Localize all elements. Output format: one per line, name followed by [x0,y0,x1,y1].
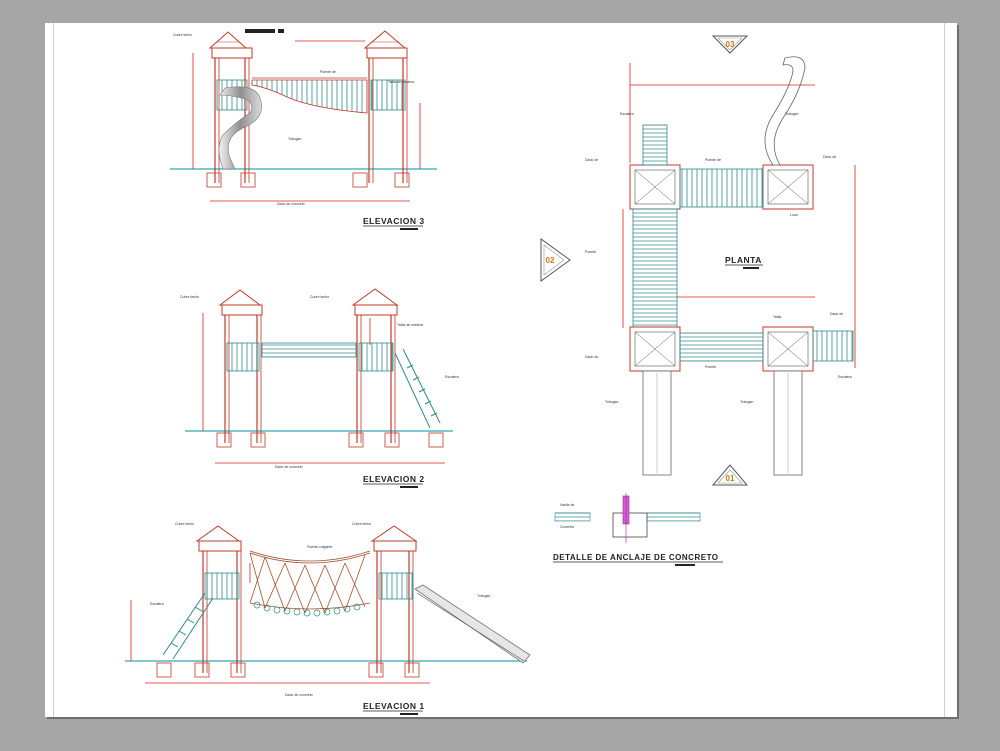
marker-02-label: 02 [546,256,555,265]
header-tag [245,29,275,33]
svg-text:Concreto: Concreto [560,525,574,529]
svg-text:Cubre techo: Cubre techo [180,295,199,299]
svg-text:Tobogan: Tobogan [740,400,753,404]
bottom-bridge [679,332,764,362]
top-bridge [679,168,764,208]
bridge-logs [253,601,361,617]
svg-text:Dado de: Dado de [585,355,598,359]
svg-text:Tobogan: Tobogan [605,400,618,404]
right-tower [351,288,399,443]
svg-text:Tobogan: Tobogan [785,112,798,116]
svg-text:Puente de: Puente de [320,70,336,74]
footings [216,432,444,448]
left-ladder [162,592,214,660]
svg-text:Escalera: Escalera [620,112,634,116]
svg-text:Escalera: Escalera [150,602,164,606]
marker-03-label: 03 [726,40,735,49]
ladder [394,348,441,429]
detalle-anclaje: Varilla de Concreto DETALLE DE ANCLAJE D… [553,493,723,566]
elevacion-2: Cubre techo Cubre techo Tabla de madera … [180,288,459,488]
svg-text:Varilla de: Varilla de [560,503,574,507]
right-tower [370,525,418,673]
top-ladder [642,124,668,166]
svg-text:Puente colgante: Puente colgante [307,545,332,549]
svg-text:Tabla de madera: Tabla de madera [397,323,423,327]
left-tower [195,525,242,673]
marker-01: 01 [711,464,749,486]
marker-02: 02 [540,238,571,282]
straight-slide [414,584,531,664]
footings [206,172,410,188]
marker-03: 03 [711,35,749,54]
svg-text:Cubre techo: Cubre techo [310,295,329,299]
svg-text:Losa: Losa [790,213,798,217]
sheet-border [53,23,945,717]
svg-text:Dado de concreto: Dado de concreto [277,202,305,206]
svg-text:Cubre techo: Cubre techo [175,522,194,526]
right-tower [363,30,408,183]
elevacion-3-title: ELEVACION 3 [363,216,425,226]
elevacion-2-title: ELEVACION 2 [363,474,425,484]
left-tower [218,289,263,443]
svg-text:Puente: Puente [585,250,596,254]
svg-text:Tobogan: Tobogan [288,137,301,141]
svg-text:Tabla: Tabla [773,315,781,319]
elevacion-3: Cubre techo Puente de Tabla de madera To… [170,30,437,230]
planta-title: PLANTA [725,255,762,265]
svg-text:Cubre techo: Cubre techo [173,33,192,37]
svg-text:Dado de: Dado de [585,158,598,162]
svg-text:Tobogan: Tobogan [477,594,490,598]
detalle-title: DETALLE DE ANCLAJE DE CONCRETO [553,553,719,562]
planta: 03 02 01 [540,35,856,486]
rope-bridge [249,550,371,614]
elevacion-1-title: ELEVACION 1 [363,701,425,711]
concrete-block [612,512,648,538]
svg-text:Escalera: Escalera [838,375,852,379]
svg-text:Dado de concreto: Dado de concreto [285,693,313,697]
bridge [261,342,357,358]
right-ladder [812,330,854,362]
svg-text:Dado de: Dado de [823,155,836,159]
svg-text:Puente: Puente [705,365,716,369]
svg-text:Tabla de madera: Tabla de madera [388,80,414,84]
drawing-sheet: Cubre techo Puente de Tabla de madera To… [45,23,957,717]
elevacion-1: Cubre techo Cubre techo Puente colgante … [125,522,531,715]
svg-text:Escalera: Escalera [445,375,459,379]
marker-01-label: 01 [726,474,735,483]
svg-text:Dado de concreto: Dado de concreto [275,465,303,469]
spiral-slide [218,86,262,170]
svg-text:Cubre techo: Cubre techo [352,522,371,526]
cad-drawing: Cubre techo Puente de Tabla de madera To… [125,29,856,715]
svg-text:Puente de: Puente de [705,158,721,162]
bridge [251,79,368,114]
svg-text:Dado de: Dado de [830,312,843,316]
footings [156,662,420,678]
plan-spiral-slide [764,56,806,166]
